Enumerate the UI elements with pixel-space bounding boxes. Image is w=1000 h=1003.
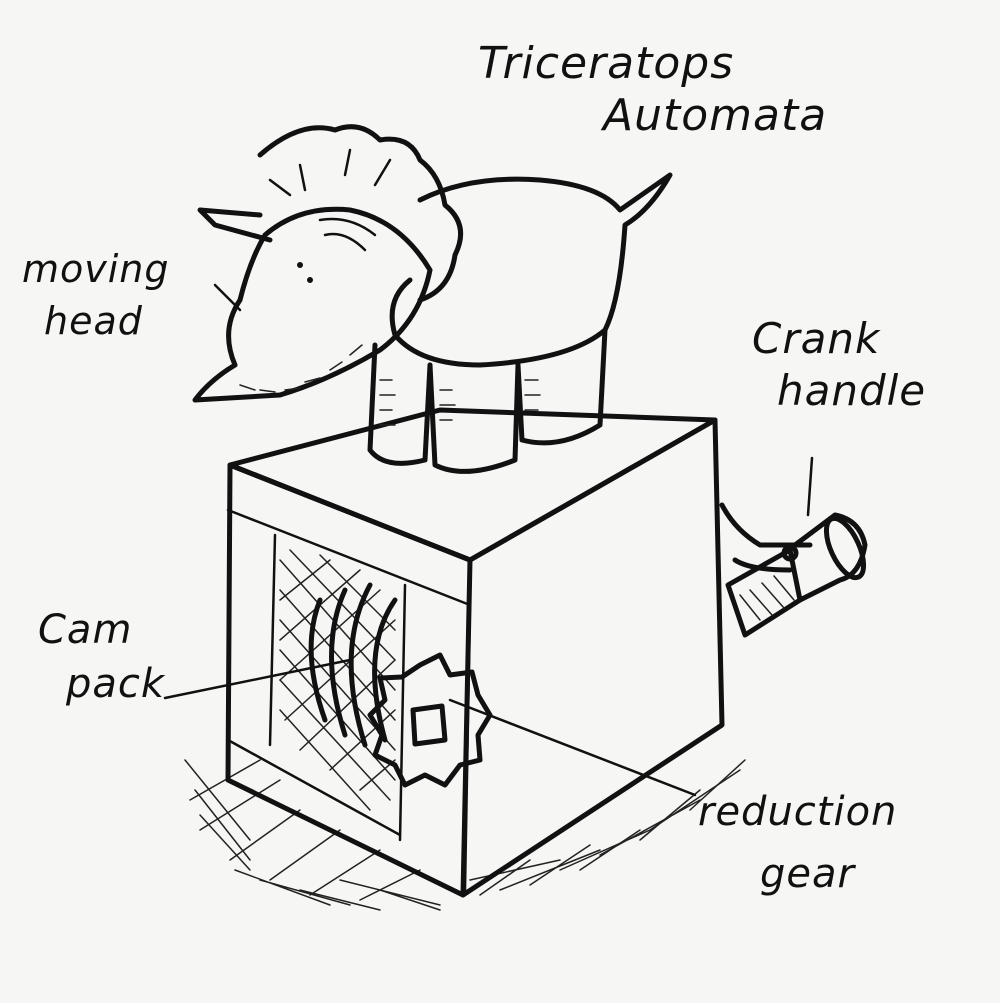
crank-handle-drawing bbox=[719, 502, 868, 638]
label-crank-handle-line-2: handle bbox=[777, 366, 927, 415]
face bbox=[192, 206, 433, 403]
leader-cam-pack bbox=[163, 658, 352, 700]
label-crank-handle: Crank handle bbox=[752, 318, 926, 412]
label-cam-pack-line-1: Cam bbox=[38, 607, 133, 653]
leader-lines bbox=[163, 283, 814, 797]
cam-pack-drawing bbox=[308, 582, 398, 748]
triceratops-head bbox=[192, 124, 464, 403]
label-reduction-gear-line-2: gear bbox=[760, 851, 855, 897]
reduction-gear-drawing bbox=[367, 652, 493, 788]
leader-crank-handle bbox=[806, 456, 814, 517]
frill bbox=[257, 124, 464, 303]
triceratops-body bbox=[389, 172, 673, 368]
label-cam-pack-line-2: pack bbox=[66, 661, 166, 707]
box-right-face bbox=[460, 417, 725, 898]
label-moving-head: moving head bbox=[22, 250, 170, 340]
box-top-face bbox=[227, 407, 718, 563]
box-body bbox=[225, 407, 725, 898]
window-frame bbox=[226, 508, 472, 842]
ground-shadow bbox=[184, 759, 746, 911]
title-line-2: Automata bbox=[603, 90, 828, 141]
label-crank-handle-line-1: Crank bbox=[752, 314, 881, 363]
label-moving-head-line-2: head bbox=[44, 299, 143, 343]
label-reduction-gear: reduction gear bbox=[698, 792, 897, 894]
label-moving-head-line-1: moving bbox=[22, 247, 170, 291]
horn bbox=[197, 207, 273, 243]
title-line-1: Triceratops bbox=[478, 38, 735, 89]
leader-reduction-gear bbox=[448, 698, 697, 797]
label-reduction-gear-line-1: reduction bbox=[698, 789, 898, 835]
title: Triceratops Automata bbox=[478, 42, 827, 138]
triceratops-legs bbox=[367, 327, 608, 474]
label-cam-pack: Cam pack bbox=[38, 610, 165, 704]
box-left-face bbox=[225, 462, 473, 898]
window-hatch bbox=[279, 549, 396, 811]
